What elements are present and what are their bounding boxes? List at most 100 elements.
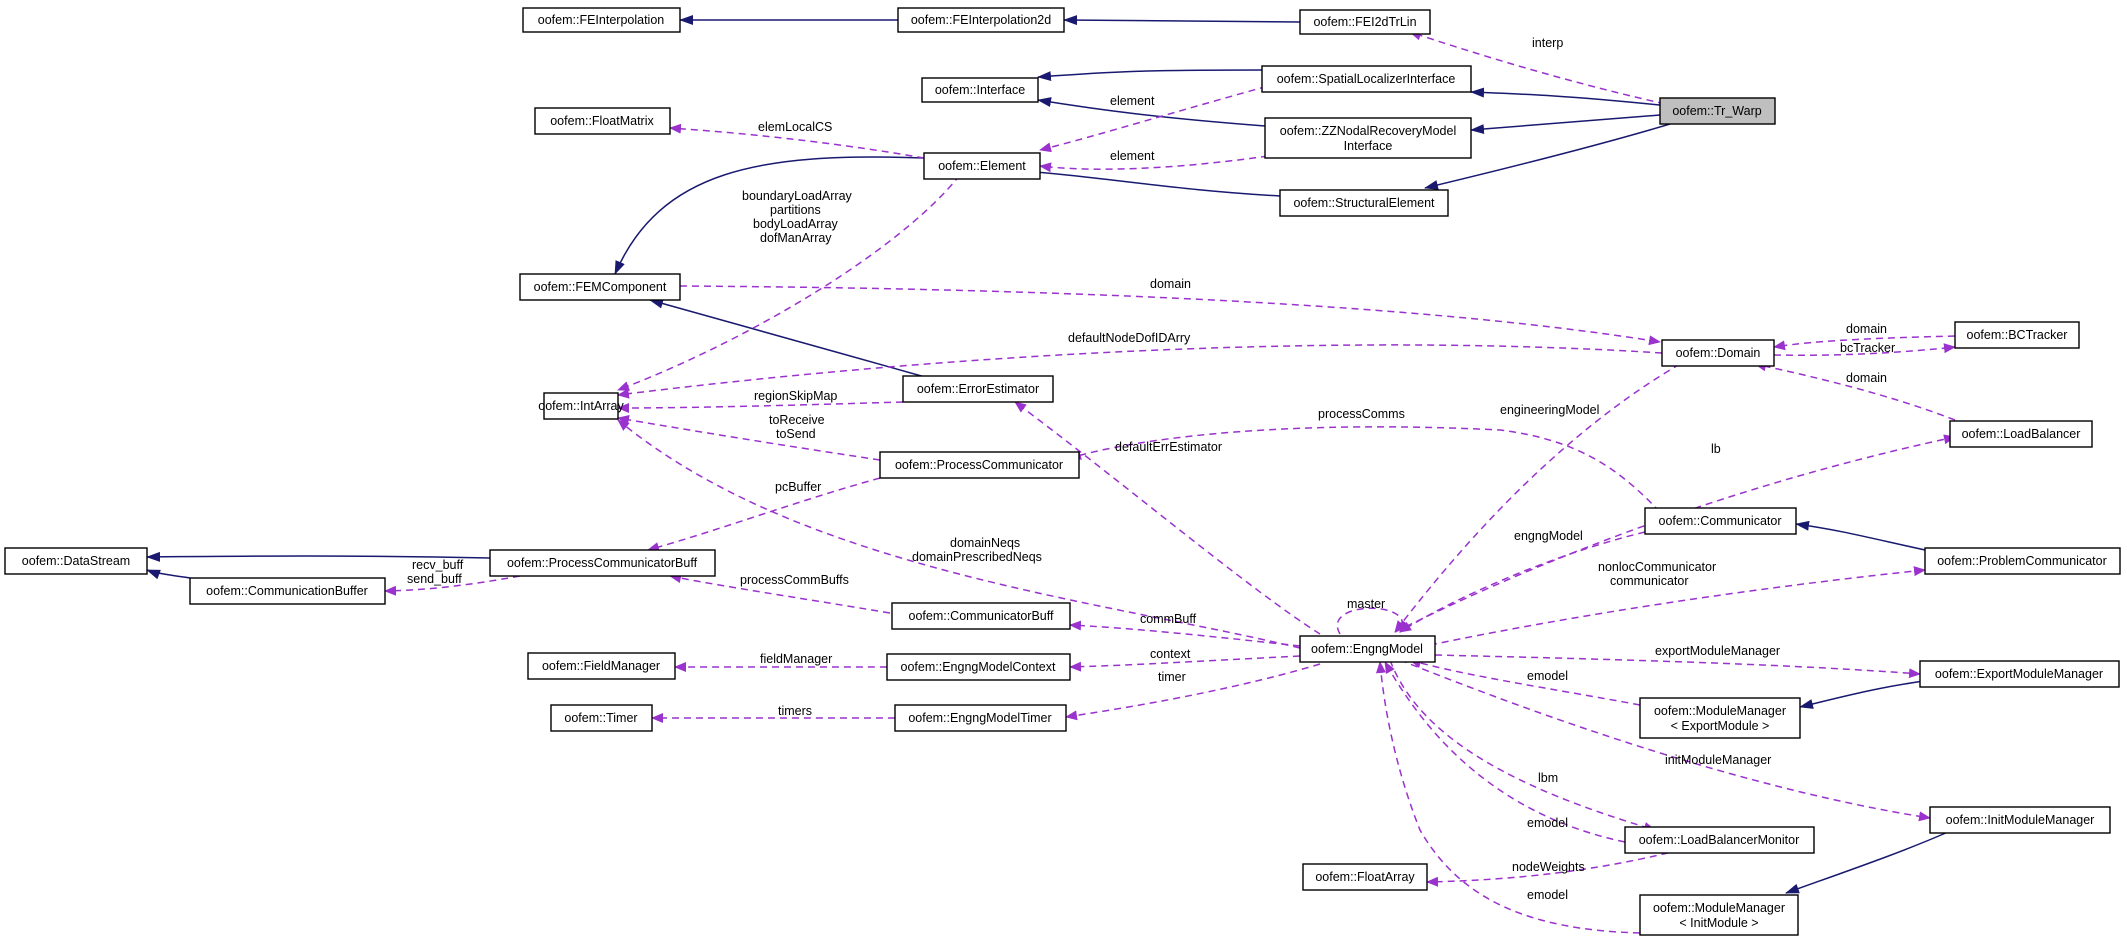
edge-element-zz [1039,155,1269,173]
label-regionskipmap: regionSkipMap [754,389,837,403]
svg-text:oofem::ErrorEstimator: oofem::ErrorEstimator [917,382,1039,396]
edge-master [1336,607,1411,635]
node-tr-warp[interactable]: oofem::Tr_Warp [1659,97,1776,125]
edge-structelem-to-element [1007,165,1281,197]
node-fieldmanager[interactable]: oofem::FieldManager [527,652,676,680]
node-fei2dtrlin[interactable]: oofem::FEI2dTrLin [1299,9,1431,35]
edge-engngmodel-communicator [1399,531,1646,633]
edge-engineeringmodel [1394,363,1681,633]
label-tosend: toSend [776,427,816,441]
label-lb: lb [1711,442,1721,456]
svg-text:oofem::FloatMatrix: oofem::FloatMatrix [550,114,654,128]
svg-text:oofem::InitModuleManager: oofem::InitModuleManager [1946,813,2095,827]
edge-sli-to-interface [1037,69,1263,82]
edge-processcommbuffs [669,573,891,614]
label-master: master [1347,597,1385,611]
svg-text:oofem::CommunicatorBuff: oofem::CommunicatorBuff [909,609,1054,623]
node-element[interactable]: oofem::Element [923,152,1041,180]
edge-bctracker [1773,343,1956,356]
edge-recv-send-buff [384,575,521,596]
svg-text:oofem::ModuleManager: oofem::ModuleManager [1654,704,1786,718]
edge-commbuff [1069,620,1301,647]
edge-nodeweights [1426,849,1681,887]
svg-text:< InitModule >: < InitModule > [1679,916,1758,930]
node-femcomponent[interactable]: oofem::FEMComponent [519,273,681,301]
svg-text:oofem::FieldManager: oofem::FieldManager [542,659,660,673]
node-errorestimator[interactable]: oofem::ErrorEstimator [902,375,1054,403]
label-domain-fem: domain [1150,277,1191,291]
node-loadbalancermonitor[interactable]: oofem::LoadBalancerMonitor [1624,826,1815,854]
label-domain-lb: domain [1846,371,1887,385]
node-communicatorbuff[interactable]: oofem::CommunicatorBuff [891,602,1071,630]
node-feinterpolation2d[interactable]: oofem::FEInterpolation2d [897,7,1065,33]
label-defaulterrestimator: defaultErrEstimator [1115,440,1222,454]
node-processcommunicatorbuff[interactable]: oofem::ProcessCommunicatorBuff [489,549,716,577]
label-processcomms: processComms [1318,407,1405,421]
label-toreceive: toReceive [769,413,825,427]
label-timer: timer [1158,670,1186,684]
node-engngmodelcontext[interactable]: oofem::EngngModelContext [886,653,1071,681]
edge-domain-loadbalancer [1754,361,1956,421]
node-communicationbuffer[interactable]: oofem::CommunicationBuffer [189,577,386,605]
svg-text:oofem::StructuralElement: oofem::StructuralElement [1293,196,1435,210]
node-floatmatrix[interactable]: oofem::FloatMatrix [534,107,671,135]
label-domainprescribedneqs: domainPrescribedNeqs [912,550,1042,564]
svg-text:oofem::Communicator: oofem::Communicator [1659,514,1782,528]
label-element-zz: element [1110,149,1155,163]
node-timer[interactable]: oofem::Timer [550,704,653,732]
edge-commbuffer-to-datastream [146,569,191,580]
edge-regionskipmap [617,401,904,413]
label-domainneqs: domainNeqs [950,536,1020,550]
node-spatiallocalizerinterface[interactable]: oofem::SpatialLocalizerInterface [1261,65,1472,93]
node-datastream[interactable]: oofem::DataStream [4,547,148,575]
node-engngmodeltimer[interactable]: oofem::EngngModelTimer [894,704,1067,732]
node-feinterpolation[interactable]: oofem::FEInterpolation [522,7,681,33]
node-loadbalancer[interactable]: oofem::LoadBalancer [1949,420,2093,448]
node-exportmodulemanager[interactable]: oofem::ExportModuleManager [1919,660,2120,688]
label-dofmanarray: dofManArray [760,231,832,245]
node-communicator[interactable]: oofem::Communicator [1644,507,1797,535]
node-zznodalrecoverymodelinterface[interactable]: oofem::ZZNodalRecoveryModel Interface [1264,117,1472,159]
node-bctracker[interactable]: oofem::BCTracker [1954,321,2080,349]
edge-problemcomm-to-communicator [1795,520,1926,551]
label-timers: timers [778,704,812,718]
svg-text:oofem::ProcessCommunicatorBuff: oofem::ProcessCommunicatorBuff [507,556,698,570]
label-emodel-init: emodel [1527,888,1568,902]
svg-text:oofem::ProblemCommunicator: oofem::ProblemCommunicator [1937,554,2107,568]
edge-element-to-femcomponent [614,156,925,275]
svg-text:oofem::FEInterpolation: oofem::FEInterpolation [538,13,665,27]
node-intarray[interactable]: oofem::IntArray [538,392,624,420]
svg-text:oofem::Interface: oofem::Interface [935,83,1025,97]
label-exportmodulemanager: exportModuleManager [1655,644,1780,658]
label-processcommbuffs: processCommBuffs [740,573,849,587]
edge-defaulterrestimator [1014,401,1321,635]
edge-zz-to-interface [1037,97,1266,127]
label-engineeringmodel: engineeringModel [1500,403,1599,417]
node-initmodulemanager[interactable]: oofem::InitModuleManager [1929,806,2111,834]
label-boundaryloadarray: boundaryLoadArray [742,189,853,203]
node-interface[interactable]: oofem::Interface [921,77,1039,103]
label-interp: interp [1532,36,1563,50]
svg-text:oofem::CommunicationBuffer: oofem::CommunicationBuffer [206,584,368,598]
label-context: context [1150,647,1191,661]
svg-text:< ExportModule >: < ExportModule > [1671,719,1770,733]
label-bodyloadarray: bodyLoadArray [753,217,839,231]
edge-initmm-to-mminit [1785,831,1949,894]
edge-domain-femcomponent [679,285,1661,346]
label-fieldmanager: fieldManager [760,652,832,666]
node-modulemanager-initmodule[interactable]: oofem::ModuleManager < InitModule > [1639,894,1799,936]
svg-text:oofem::ModuleManager: oofem::ModuleManager [1653,901,1785,915]
label-pcbuffer: pcBuffer [775,480,821,494]
node-domain[interactable]: oofem::Domain [1661,339,1775,367]
node-engngmodel[interactable]: oofem::EngngModel [1299,635,1436,663]
node-modulemanager-exportmodule[interactable]: oofem::ModuleManager < ExportModule > [1639,697,1801,739]
edge-initmodulemanager [1399,659,1931,822]
node-processcommunicator[interactable]: oofem::ProcessCommunicator [879,451,1080,479]
node-problemcommunicator[interactable]: oofem::ProblemCommunicator [1924,547,2121,575]
node-structuralelement[interactable]: oofem::StructuralElement [1279,189,1449,217]
edge-element-intarray [617,174,961,391]
svg-text:oofem::LoadBalancer: oofem::LoadBalancer [1962,427,2081,441]
node-floatarray[interactable]: oofem::FloatArray [1302,863,1428,891]
